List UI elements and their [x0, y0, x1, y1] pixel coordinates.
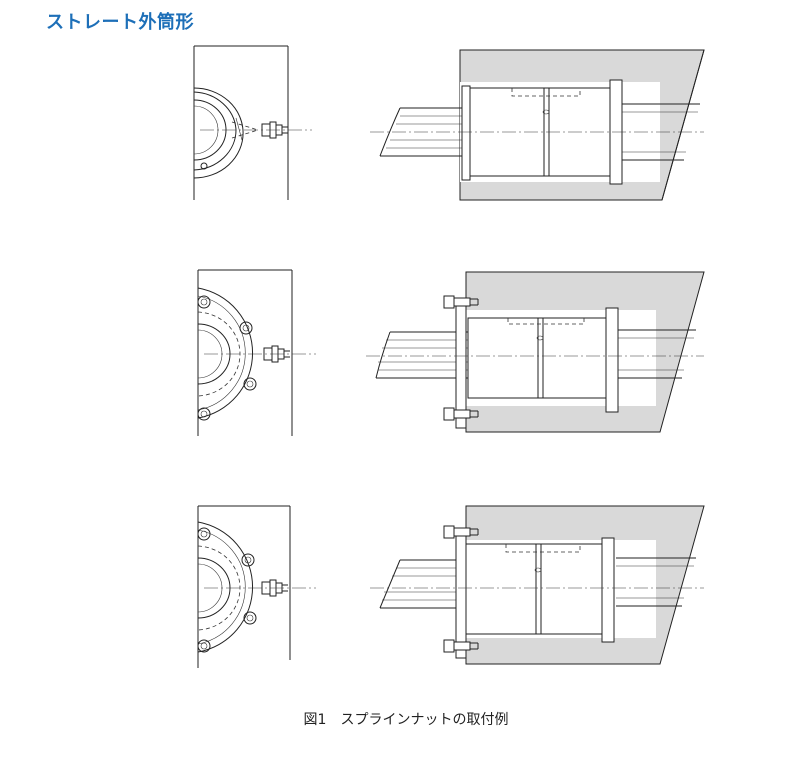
- section-heading: ストレート外筒形: [46, 12, 194, 33]
- row-3-side-view: [197, 505, 316, 668]
- row-3-section-view: [370, 505, 705, 665]
- row-2-section-view: [366, 271, 705, 433]
- figure-number: 図1: [303, 712, 327, 728]
- figure-caption: 図1 スプラインナットの取付例: [0, 709, 812, 729]
- row-2-side-view: [197, 269, 316, 436]
- figure-title: スプラインナットの取付例: [340, 712, 509, 728]
- row-1-section-view: [370, 49, 705, 201]
- row-1-side-view: [193, 45, 312, 200]
